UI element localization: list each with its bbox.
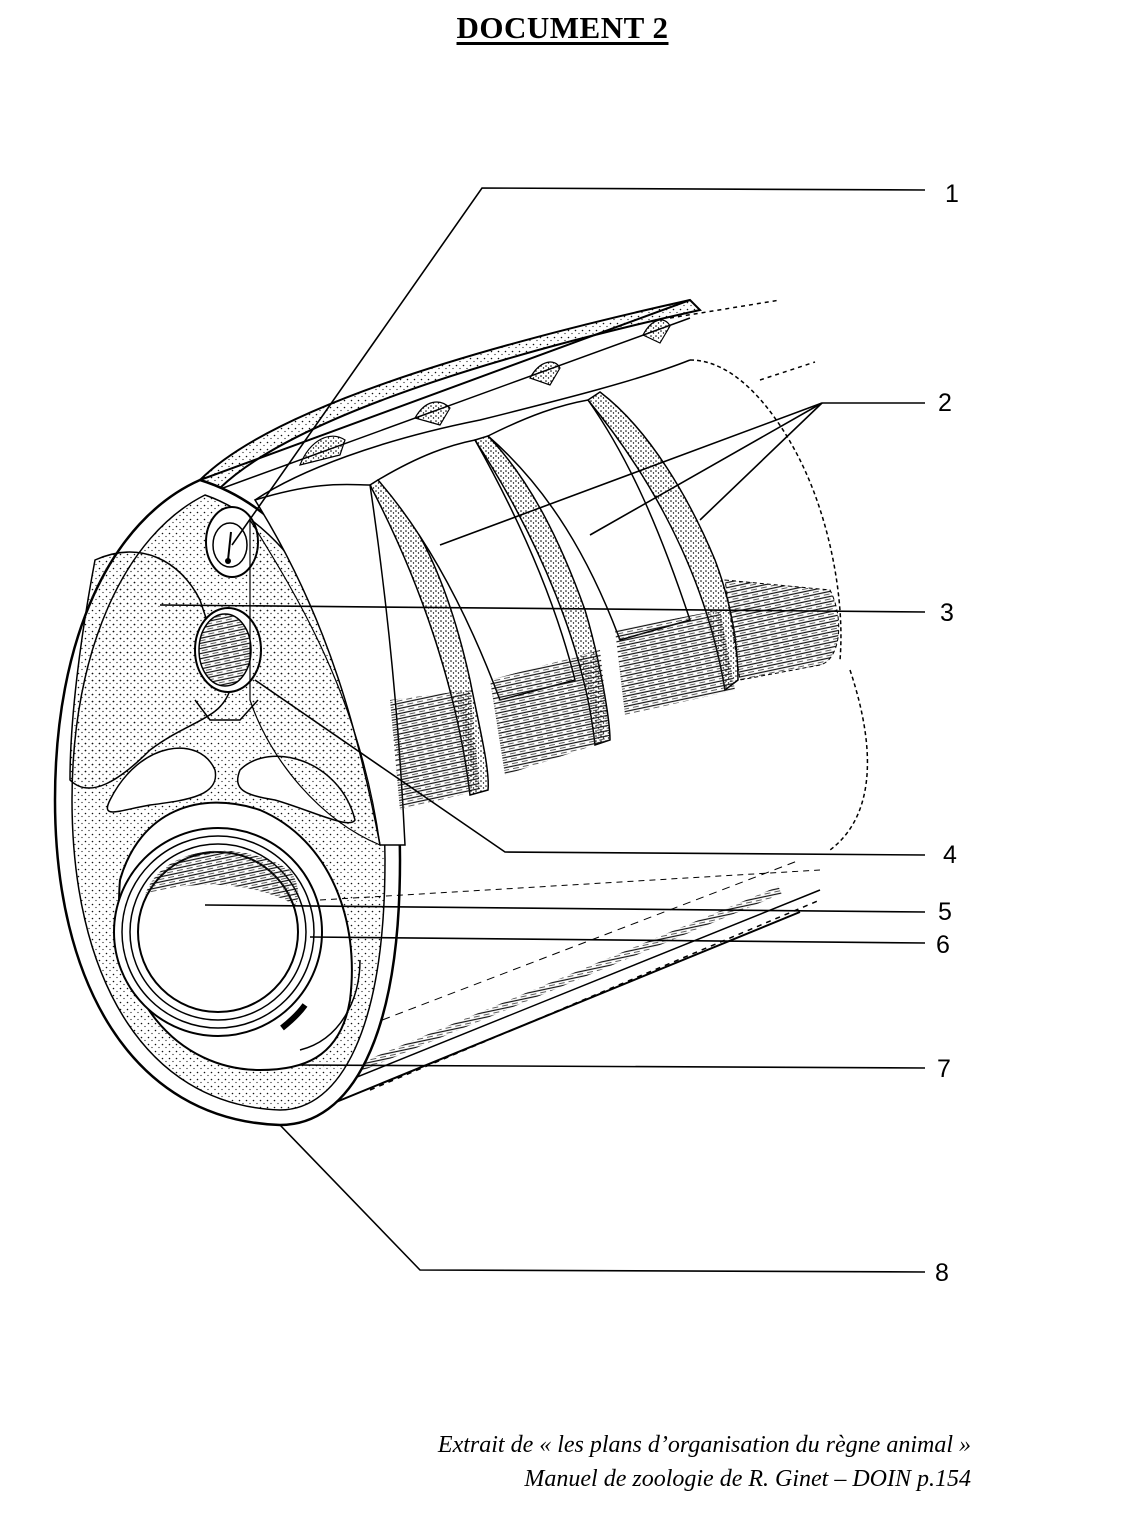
- label-2: 2: [938, 389, 952, 417]
- document-title: DOCUMENT 2: [456, 10, 669, 45]
- leader-line-7: [299, 1064, 926, 1069]
- diagram-labels: 1 2 3 4 5 6 7 8: [935, 180, 959, 1287]
- label-4: 4: [943, 841, 957, 869]
- source-caption: Extrait de « les plans d’organisation du…: [438, 1428, 971, 1496]
- leader-lines: [159, 187, 926, 1273]
- label-6: 6: [936, 931, 950, 959]
- leader-line-1: [231, 187, 926, 546]
- body-wall: [198, 298, 869, 1126]
- muscle-segments: [249, 319, 840, 846]
- leader-line-8: [279, 1124, 926, 1273]
- label-7: 7: [937, 1055, 951, 1083]
- leader-line-5: [204, 904, 926, 913]
- leader-line-3: [159, 604, 926, 613]
- label-5: 5: [938, 898, 952, 926]
- leader-line-4: [254, 679, 926, 856]
- label-1: 1: [945, 180, 959, 208]
- leader-line-2c: [699, 402, 823, 521]
- leader-line-2a: [439, 402, 823, 546]
- gut-tube: [113, 801, 821, 1072]
- caption-line-2: Manuel de zoologie de R. Ginet – DOIN p.…: [524, 1466, 971, 1492]
- label-8: 8: [935, 1259, 949, 1287]
- leader-line-2b: [589, 402, 823, 536]
- leader-line-6: [309, 936, 926, 944]
- label-3: 3: [940, 599, 954, 627]
- caption-line-1: Extrait de « les plans d’organisation du…: [437, 1432, 971, 1458]
